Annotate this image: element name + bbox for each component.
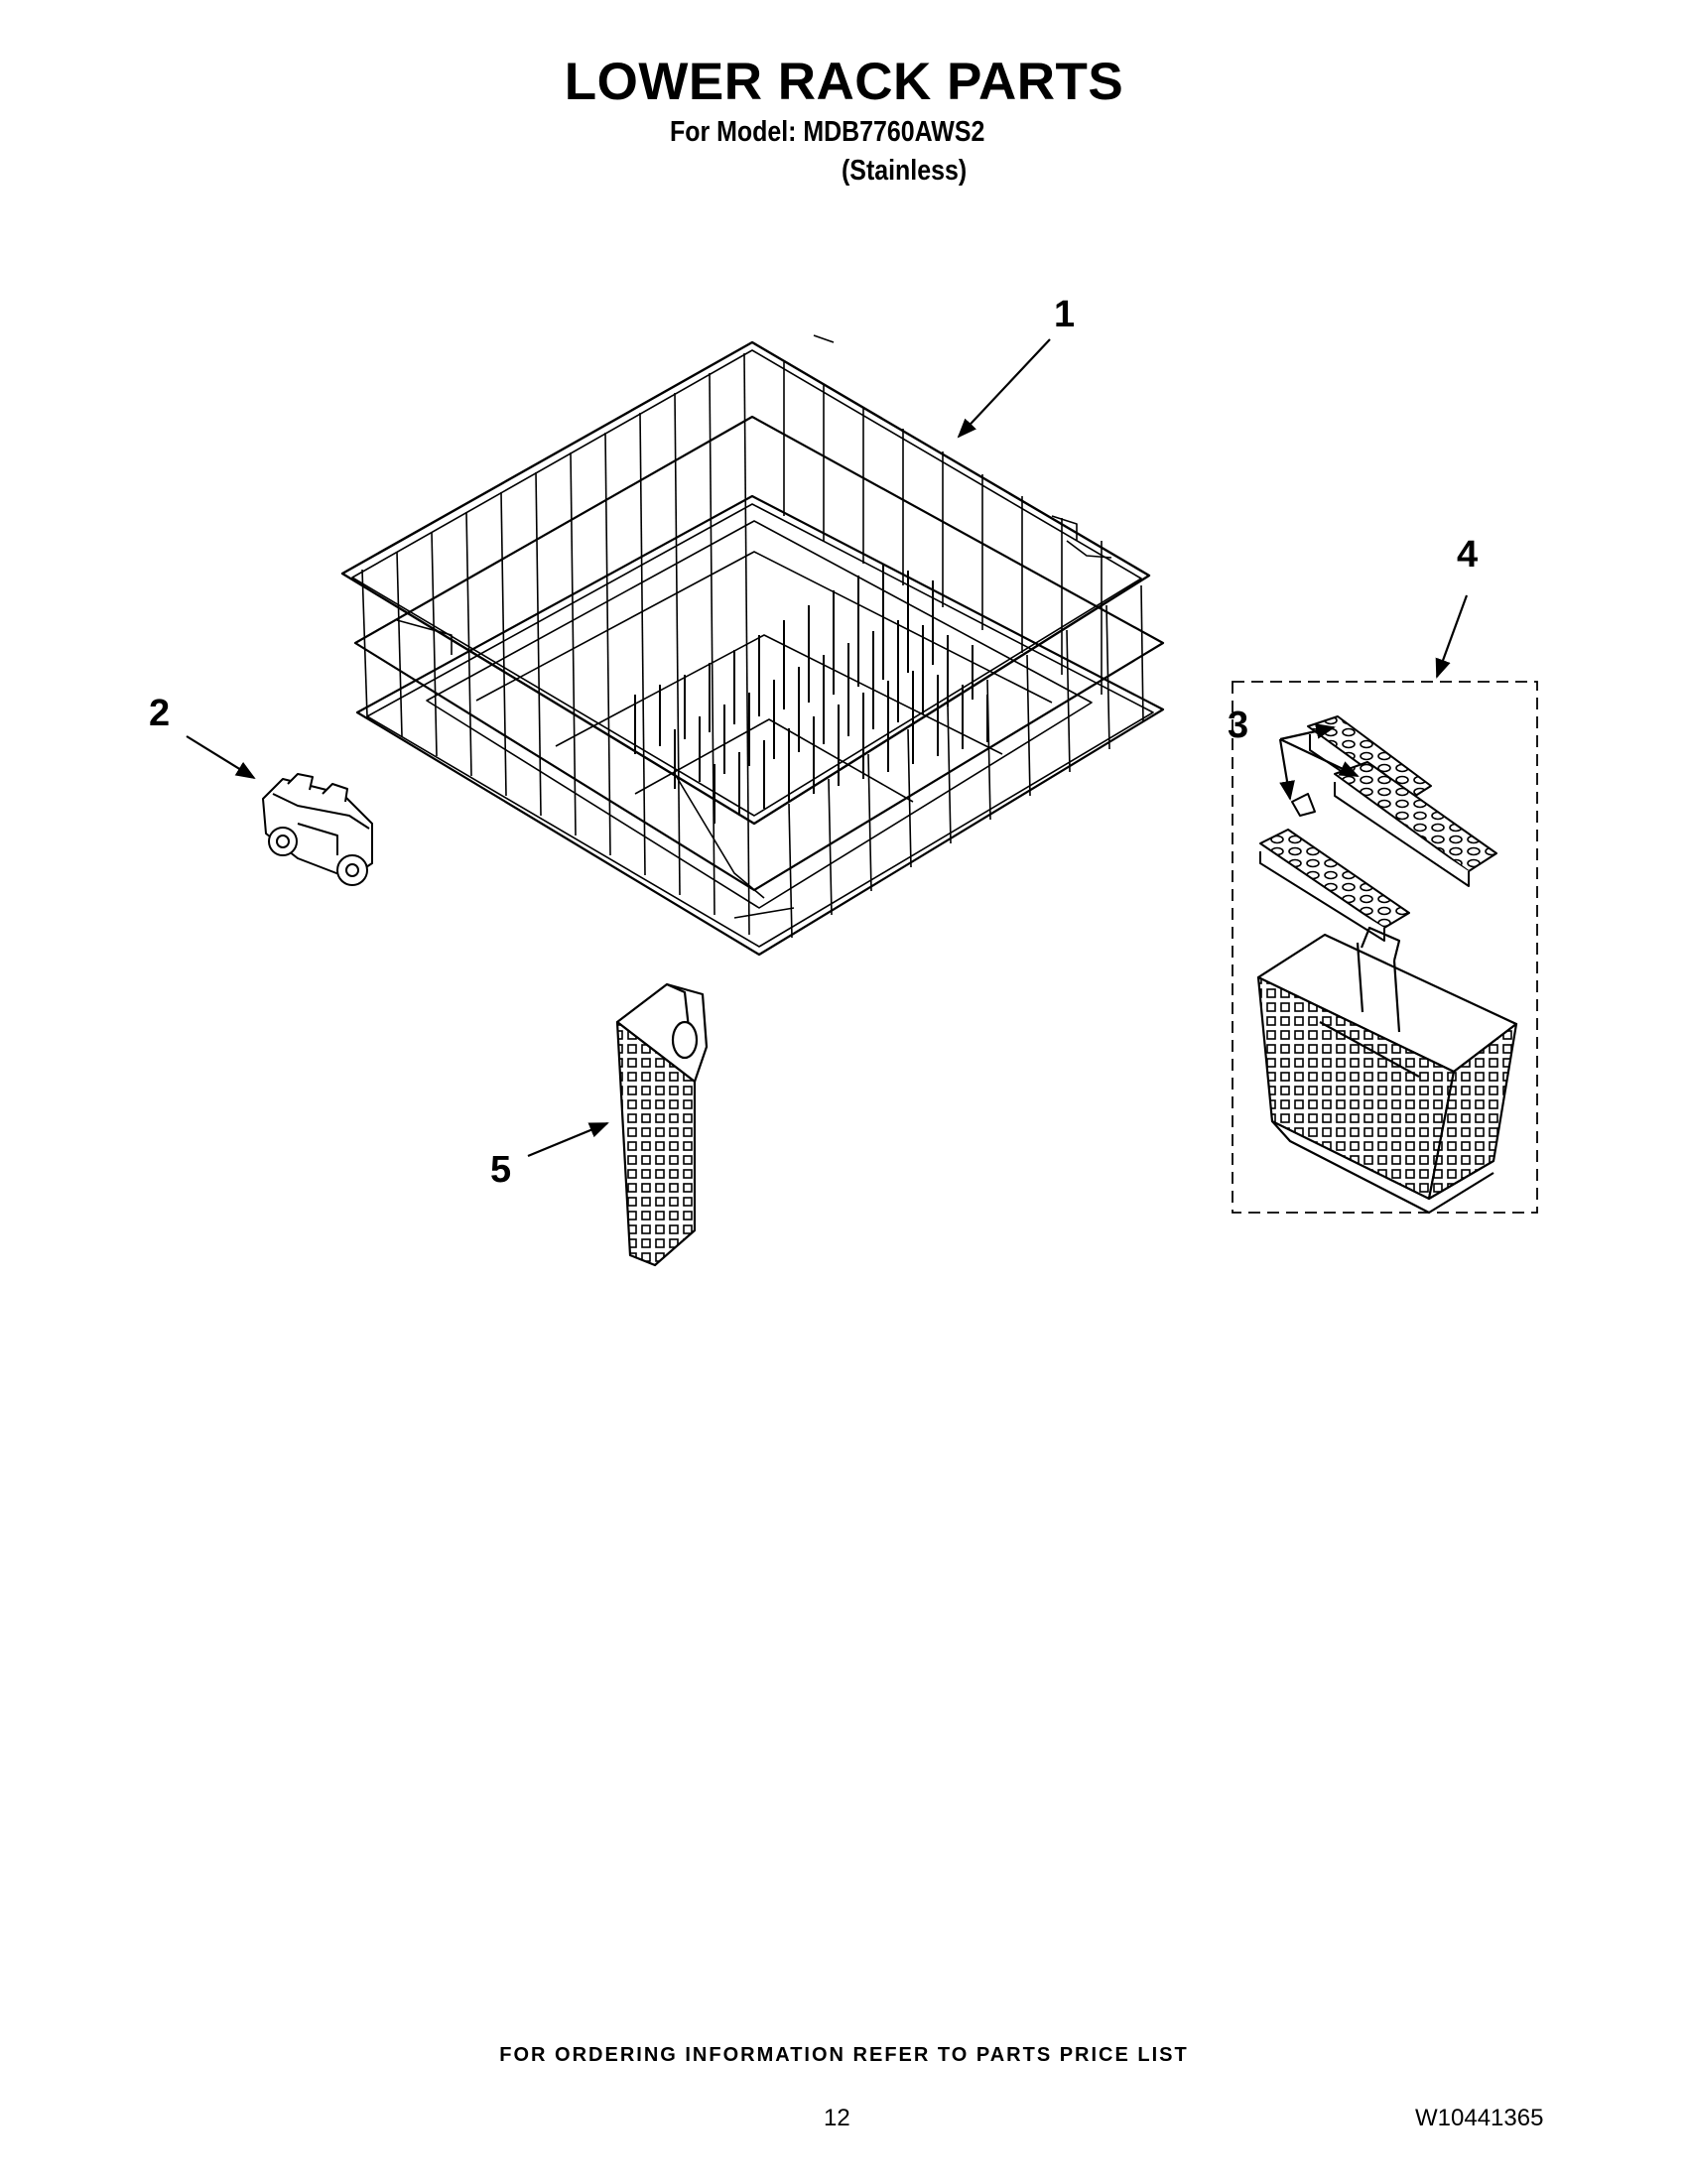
parts-diagram	[186, 334, 1538, 1267]
callout-3: 3	[1228, 705, 1249, 746]
leader-lines	[186, 338, 1469, 1158]
callout-2: 2	[149, 693, 171, 734]
basket-covers-drawing	[1259, 715, 1497, 942]
leader-arrow-1	[957, 338, 1051, 439]
page-number: 12	[824, 2105, 850, 2131]
leader-arrow-3a	[1279, 723, 1336, 741]
silverware-basket-drawing	[1256, 926, 1518, 1215]
callout-4: 4	[1457, 534, 1479, 576]
finish-line: (Stainless)	[842, 155, 968, 187]
model-line: For Model: MDB7760AWS2	[670, 116, 985, 148]
document-number: W10441365	[1415, 2105, 1544, 2131]
small-basket-drawing	[615, 982, 709, 1267]
leader-arrow-2	[186, 735, 256, 780]
leader-arrow-3b	[1279, 738, 1360, 777]
kit-dashed-box	[1232, 681, 1538, 1214]
leader-arrow-3c	[1278, 738, 1295, 801]
rack-wheel-drawing	[262, 773, 373, 886]
leader-arrow-5	[527, 1121, 609, 1158]
leader-arrow-4	[1435, 594, 1469, 679]
page-title: LOWER RACK PARTS	[564, 53, 1124, 111]
ordering-note: FOR ORDERING INFORMATION REFER TO PARTS …	[499, 2044, 1189, 2066]
callout-1: 1	[1054, 294, 1076, 335]
lower-rack-drawing	[340, 334, 1165, 957]
callout-5: 5	[490, 1149, 512, 1191]
